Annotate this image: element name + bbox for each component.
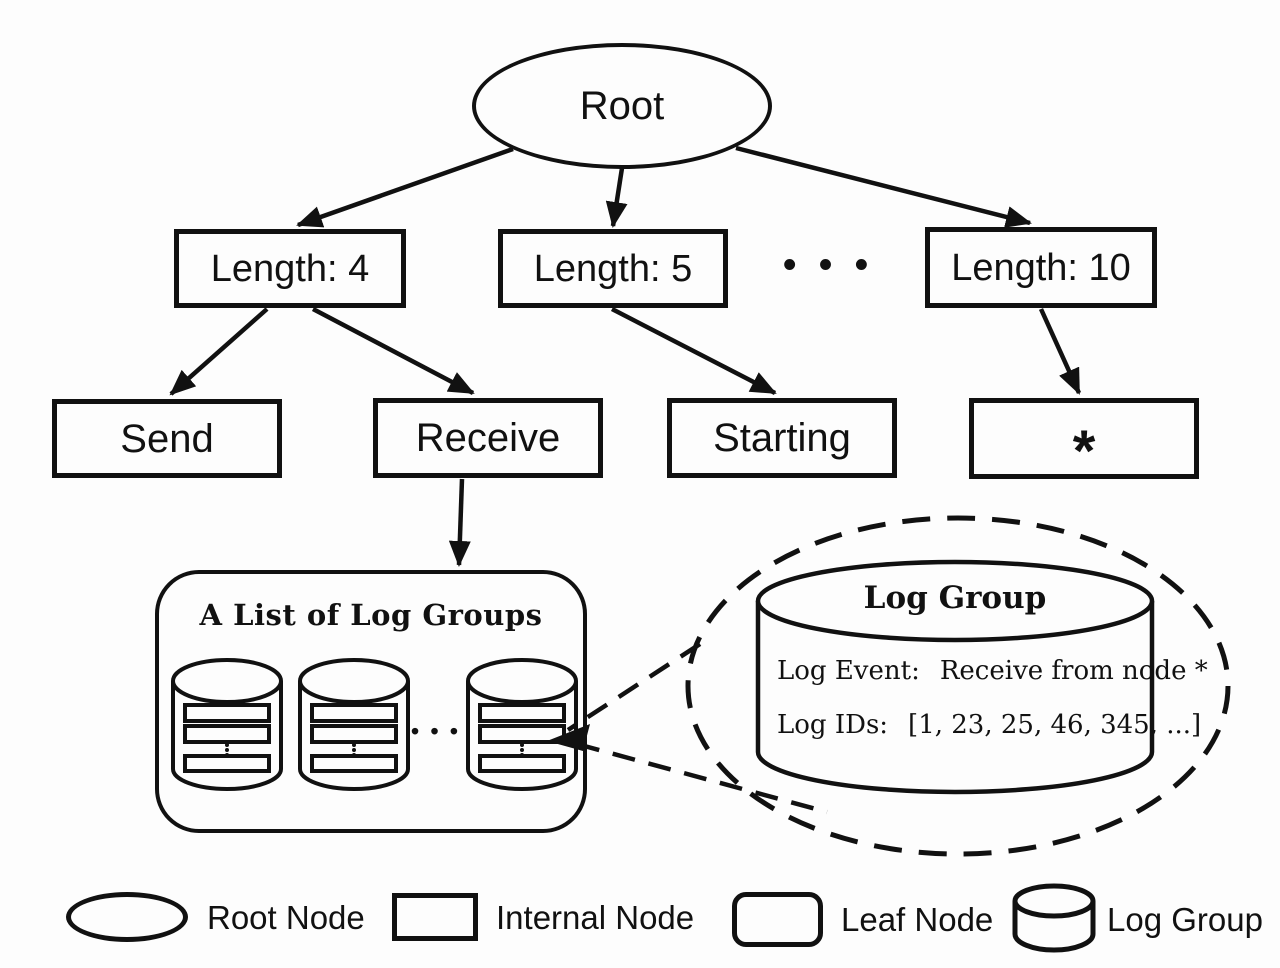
arrow-root-to-length10 — [735, 145, 1032, 228]
internal-nodes-ellipsis: • • • — [783, 244, 869, 286]
leaf-node-label: Send — [120, 416, 214, 461]
legend-log-group-label: Log Group — [1107, 901, 1263, 938]
internal-node-length-5: Length: 5 — [498, 229, 728, 308]
log-ids-key: Log IDs: — [777, 710, 889, 740]
log-group-db-icon-1 — [171, 658, 283, 791]
root-node: Root — [472, 43, 772, 169]
log-ids-value: [1, 23, 25, 46, 345, ...] — [908, 710, 1202, 740]
leaf-node-label: Receive — [415, 416, 561, 460]
log-group-detail-ellipse — [685, 515, 1231, 857]
callout-lines — [566, 642, 828, 815]
legend-log-group-icon — [1012, 883, 1096, 953]
leaf-node-star: * — [969, 398, 1199, 484]
arrow-length5-to-starting — [610, 306, 777, 396]
leaf-node-receive: Receive — [373, 398, 603, 478]
internal-node-label: Length: 4 — [210, 247, 370, 290]
leaf-node-label: * — [1072, 418, 1096, 484]
log-group-list-container — [155, 570, 587, 833]
legend-internal-node-label: Internal Node — [496, 899, 695, 936]
internal-node-label: Length: 10 — [951, 246, 1131, 289]
log-groups-ellipsis: • • • — [411, 718, 458, 744]
log-group-detail-cylinder — [755, 559, 1155, 795]
log-group-db-icon-3 — [466, 658, 578, 791]
legend-internal-node-icon — [392, 893, 478, 941]
log-event-line: Log Event: Receive from node * — [777, 656, 1208, 686]
legend-root-node-label: Root Node — [207, 899, 365, 936]
root-node-label: Root — [579, 83, 665, 128]
log-event-key: Log Event: — [777, 656, 920, 686]
arrow-root-to-length5 — [605, 167, 628, 228]
log-event-value: Receive from node * — [939, 656, 1208, 686]
log-group-detail-title: Log Group — [863, 580, 1047, 616]
legend-root-node-icon — [66, 892, 188, 942]
internal-node-label: Length: 5 — [533, 247, 693, 290]
arrow-length10-to-star — [1038, 308, 1082, 395]
arrow-root-to-length4 — [296, 146, 514, 228]
leaf-node-starting: Starting — [667, 398, 897, 478]
leaf-node-send: Send — [52, 399, 282, 478]
log-group-list-title: A List of Log Groups — [199, 598, 543, 632]
arrow-length4-to-receive — [311, 307, 475, 395]
leaf-node-label: Starting — [713, 416, 851, 460]
internal-node-length-10: Length: 10 — [925, 227, 1157, 308]
tree-edges — [169, 145, 1082, 567]
legend-leaf-node-label: Leaf Node — [841, 901, 994, 938]
arrow-length4-to-send — [169, 307, 269, 396]
log-group-db-icon-2 — [298, 658, 410, 791]
log-ids-line: Log IDs: [1, 23, 25, 46, 345, ...] — [777, 710, 1201, 740]
callout-arrowhead-icon — [547, 724, 590, 751]
arrow-receive-to-log-list — [448, 478, 471, 567]
legend-leaf-node-icon — [732, 892, 823, 947]
internal-node-length-4: Length: 4 — [174, 229, 406, 308]
